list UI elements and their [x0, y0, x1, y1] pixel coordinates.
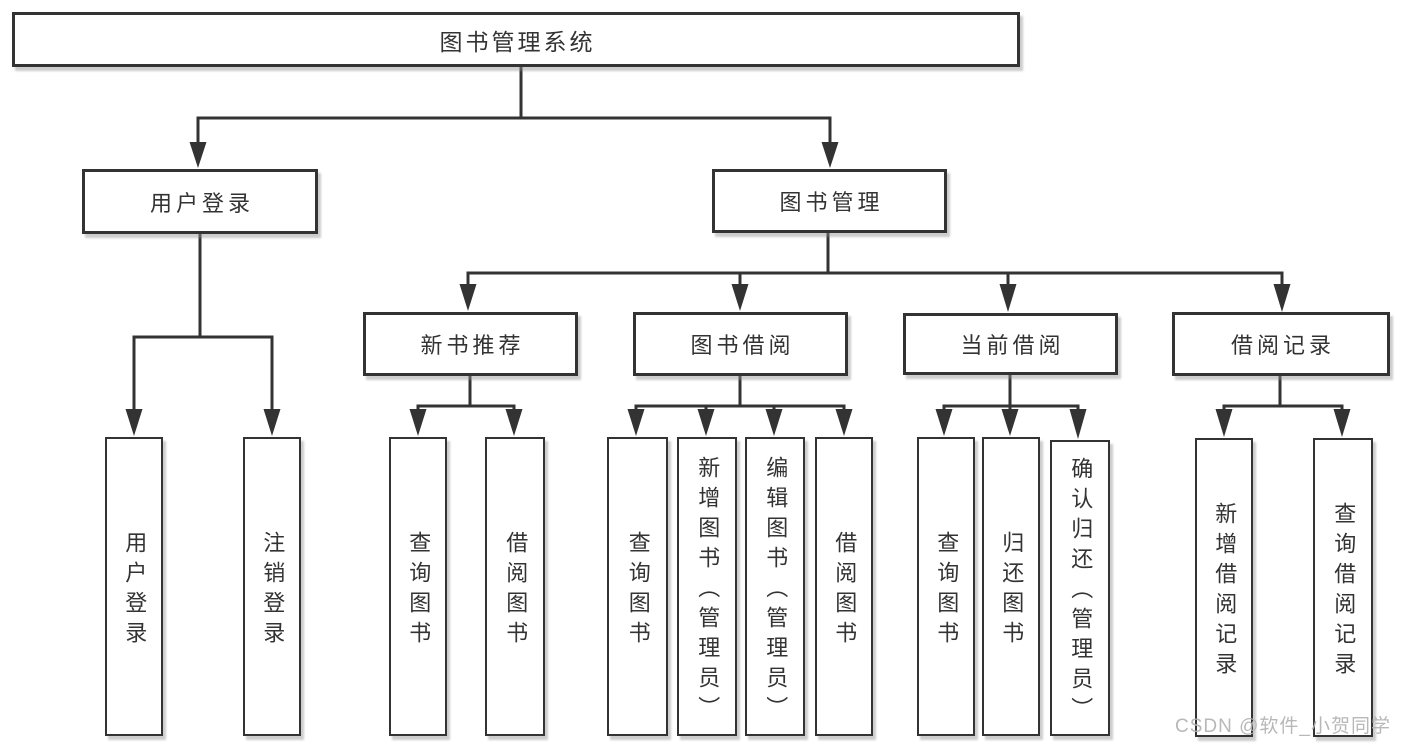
- leaf-add-book-admin-label: 新增图书（管理员）: [695, 455, 721, 726]
- leaf-borrow-book-borrow-label: 借阅图书: [832, 530, 858, 651]
- node-borrow-record-label: 借阅记录: [1230, 333, 1335, 358]
- leaf-query-book-recommend: 查询图书: [389, 437, 447, 736]
- leaf-user-login-label: 用户登录: [122, 530, 148, 651]
- node-root-system: 图书管理系统: [12, 12, 1020, 67]
- node-user-login: 用户登录: [82, 169, 318, 234]
- leaf-logout-login: 注销登录: [243, 437, 301, 736]
- leaf-query-book-borrow: 查询图书: [607, 437, 668, 736]
- csdn-watermark: CSDN @软件_小贺同学: [1175, 716, 1391, 737]
- node-new-book-recommend-label: 新书推荐: [420, 333, 525, 358]
- leaf-add-borrow-record-label: 新增借阅记录: [1212, 501, 1238, 682]
- node-book-management-label: 图书管理: [779, 190, 884, 215]
- leaf-add-borrow-record: 新增借阅记录: [1195, 438, 1253, 737]
- node-book-management: 图书管理: [712, 169, 947, 233]
- leaf-confirm-return-admin: 确认归还（管理员）: [1050, 440, 1110, 736]
- node-book-borrow: 图书借阅: [633, 312, 848, 376]
- leaf-return-book: 归还图书: [982, 437, 1040, 736]
- leaf-borrow-book-recommend-label: 借阅图书: [503, 530, 529, 651]
- leaf-query-book-borrow-label: 查询图书: [625, 530, 651, 651]
- node-current-borrow-label: 当前借阅: [960, 333, 1065, 358]
- leaf-return-book-label: 归还图书: [999, 530, 1025, 651]
- node-root-label: 图书管理系统: [439, 28, 596, 55]
- leaf-query-borrow-record: 查询借阅记录: [1313, 438, 1373, 737]
- leaf-query-borrow-record-label: 查询借阅记录: [1331, 501, 1357, 682]
- leaf-borrow-book-recommend: 借阅图书: [485, 437, 545, 736]
- leaf-add-book-admin: 新增图书（管理员）: [677, 437, 737, 736]
- leaf-query-book-current: 查询图书: [917, 437, 975, 736]
- leaf-user-login: 用户登录: [105, 437, 163, 736]
- leaf-query-book-recommend-label: 查询图书: [406, 530, 432, 651]
- leaf-edit-book-admin-label: 编辑图书（管理员）: [763, 455, 789, 726]
- node-borrow-record: 借阅记录: [1172, 312, 1390, 376]
- leaf-confirm-return-admin-label: 确认归还（管理员）: [1068, 457, 1094, 727]
- node-book-borrow-label: 图书借阅: [690, 333, 795, 358]
- leaf-query-book-current-label: 查询图书: [934, 530, 960, 651]
- leaf-edit-book-admin: 编辑图书（管理员）: [745, 437, 805, 736]
- node-new-book-recommend: 新书推荐: [363, 312, 578, 376]
- leaf-borrow-book-borrow: 借阅图书: [815, 437, 873, 736]
- node-user-login-label: 用户登录: [149, 190, 254, 216]
- leaf-logout-login-label: 注销登录: [260, 530, 286, 651]
- node-current-borrow: 当前借阅: [903, 313, 1118, 375]
